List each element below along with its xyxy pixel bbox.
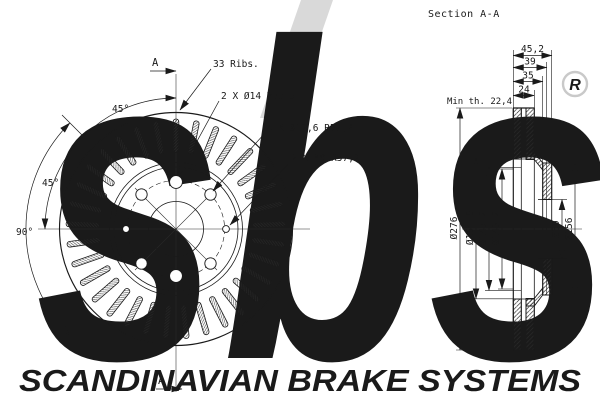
section-title: Section A-A — [428, 9, 500, 20]
vent-rib — [71, 251, 105, 268]
vent-rib — [221, 288, 246, 317]
section-view: Section A-A — [428, 9, 582, 351]
registered-mark: R — [561, 70, 589, 98]
watermark-b-ascender — [260, 0, 333, 118]
vent-rib — [65, 220, 100, 229]
dim-label-39: 39 — [524, 57, 536, 68]
vent-rib — [106, 288, 131, 317]
angle-label-45-upper: 45° — [112, 104, 129, 115]
outboard-plate-bottom — [512, 298, 522, 351]
vent-rib — [79, 265, 111, 286]
registered-mark-letter: R — [569, 77, 581, 94]
mounting-flange-lower — [542, 258, 553, 296]
vent-rib — [91, 277, 120, 303]
angle-tick-135 — [61, 114, 91, 144]
dim-label-69: Ø69 — [551, 220, 562, 237]
outboard-plate-top — [512, 107, 522, 160]
vent-rib — [215, 135, 238, 166]
dim-label-1452: Ø145,2 — [478, 211, 489, 245]
dim-label-24: 24 — [518, 85, 530, 96]
callout-ribs-label: 33 Ribs. — [213, 59, 259, 70]
callout-holes-14-label: 2 X Ø14 R55,5 — [221, 91, 295, 102]
hole-d126 — [204, 257, 217, 270]
dim-label-1646: Ø164,6 — [465, 211, 476, 246]
angle-label-45-lower: 45° — [42, 178, 59, 189]
section-marker-top-label: A — [152, 57, 159, 69]
mounting-flange-outline — [542, 162, 553, 296]
brand-watermark-text: SCANDINAVIAN BRAKE SYSTEMS — [19, 364, 582, 398]
vent-rib — [180, 304, 190, 339]
hole-d14 — [169, 175, 183, 189]
front-view: 45° 45° 90° 33 Ribs. 2 X Ø14 R55,5 4 X Ø… — [16, 57, 360, 393]
inboard-plate-top — [525, 107, 535, 160]
hole-d126 — [135, 188, 148, 201]
hole-m8 — [222, 225, 230, 233]
vent-rib — [142, 301, 157, 336]
dim-label-1432: Ø143,2 — [491, 211, 502, 245]
dim-label-276: Ø276 — [449, 216, 460, 239]
vent-rib — [252, 220, 287, 229]
vent-rib — [202, 126, 220, 159]
vent-rib — [209, 296, 229, 328]
angle-arc-90 — [25, 122, 71, 336]
dim-label-35: 35 — [522, 71, 533, 82]
section-marker-top: A — [150, 57, 177, 75]
vent-rib — [232, 277, 261, 303]
section-marker-bottom: A — [156, 375, 183, 393]
vent-rib — [237, 163, 267, 187]
angle-tick-225 — [61, 314, 91, 344]
leader-holes-m8 — [229, 162, 290, 226]
vent-rib — [249, 200, 284, 214]
callout-holes-126-label: 4 X Ø12,6 R57,2 — [267, 123, 353, 134]
section-marker-bottom-label: A — [158, 375, 165, 387]
callout-holes-m8-label: 2 X M8 R57,2 — [291, 153, 360, 164]
vent-rib — [247, 251, 281, 268]
hole-d126 — [135, 257, 148, 270]
angle-label-90: 90° — [16, 227, 33, 238]
mounting-flange-upper — [542, 162, 553, 200]
vent-rib — [172, 118, 180, 153]
dim-label-452: 45,2 — [521, 44, 544, 55]
vent-rib — [244, 181, 277, 200]
hole-m8 — [122, 225, 130, 233]
vent-rib — [195, 301, 210, 336]
inboard-plate-bottom — [525, 298, 535, 351]
leader-holes-14 — [177, 100, 220, 177]
vent-rib — [123, 296, 143, 328]
hole-d126 — [204, 188, 217, 201]
dim-label-156: Ø156 — [564, 217, 575, 240]
vent-rib — [251, 237, 286, 248]
leader-ribs — [179, 68, 212, 111]
hole-d14 — [169, 269, 183, 283]
min-thickness-label: Min th. 22,4 — [447, 97, 512, 107]
vent-rib — [241, 265, 273, 286]
vent-rib — [162, 304, 172, 339]
leader-holes-126 — [212, 132, 266, 192]
